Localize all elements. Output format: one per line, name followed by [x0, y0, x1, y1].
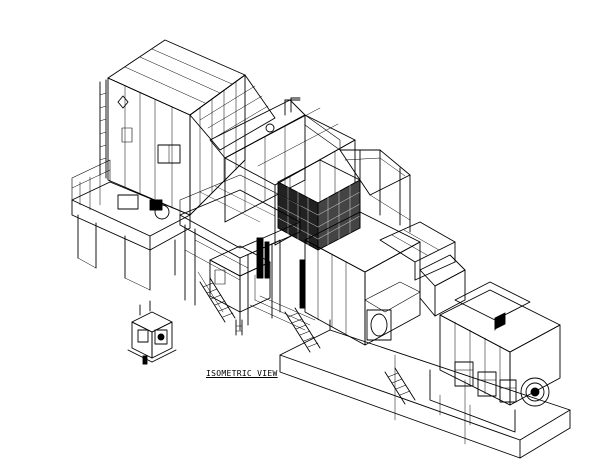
- view-caption: ISOMETRIC VIEW: [206, 369, 278, 378]
- inlet-filter-house: [100, 40, 245, 215]
- generator-package: [430, 282, 560, 432]
- auxiliary-skid: [128, 301, 176, 364]
- access-stairs: [198, 272, 415, 404]
- support-platform: [72, 160, 315, 330]
- exhaust-collector: [305, 150, 465, 345]
